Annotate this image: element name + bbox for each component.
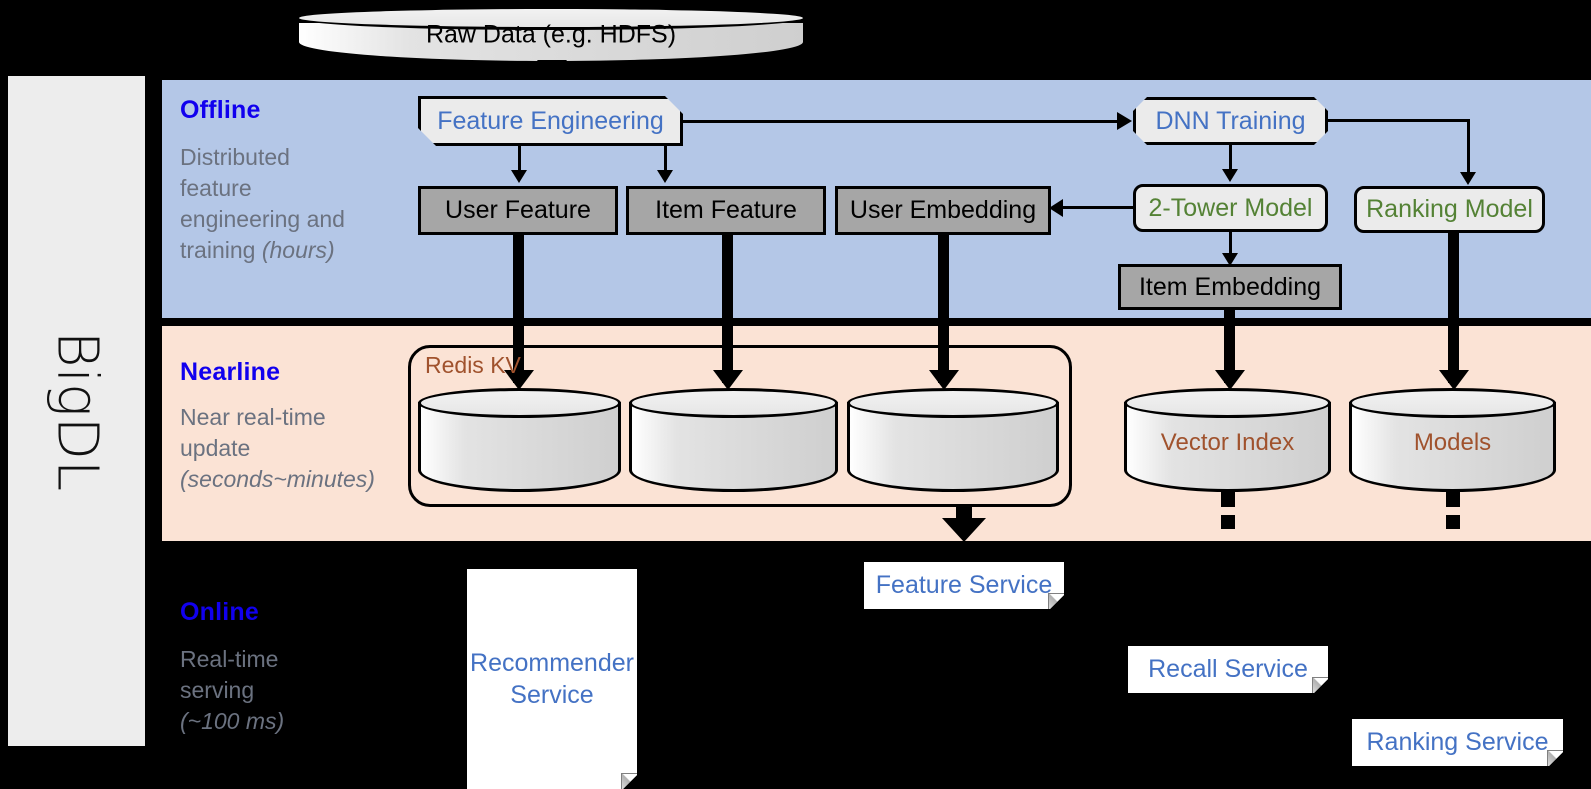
models-label: Models (1413, 428, 1492, 456)
two-tower-to-user-embedding-line (1059, 206, 1136, 209)
raw-data-cylinder: Raw Data (e.g. HDFS) (296, 6, 806, 64)
two-tower-model-label: 2-Tower Model (1148, 193, 1313, 222)
online-sub-l1: Real-time (180, 646, 279, 672)
two-tower-to-user-embedding-arrowhead (1049, 199, 1063, 217)
raw-data-label: Raw Data (e.g. HDFS) (425, 20, 677, 49)
online-sub-italic: (~100 ms) (180, 708, 285, 734)
redis-to-feature-service-arrowhead (942, 518, 986, 542)
dnn-to-two-tower-arrowhead (1222, 169, 1238, 182)
user-embedding-to-store-line (938, 235, 949, 383)
models-dash-2 (1446, 515, 1460, 529)
dnn-training-box[interactable]: DNN Training (1133, 97, 1328, 145)
user-feature-store-top (418, 388, 621, 418)
redis-kv-label: Redis KV (425, 352, 521, 378)
online-sub-l2: serving (180, 677, 255, 703)
item-feature-label: Item Feature (655, 196, 797, 224)
offline-sub-l4: training (180, 237, 262, 263)
user-embedding-box[interactable]: User Embedding (835, 186, 1051, 235)
dnn-training-label: DNN Training (1155, 106, 1306, 135)
fe-to-dnn-line (683, 120, 1117, 123)
fe-to-item-feature-line (664, 146, 667, 172)
fe-to-user-feature-line (518, 146, 521, 172)
feature-service-label: Feature Service (875, 571, 1053, 599)
nearline-sub-italic: (seconds~minutes) (180, 466, 375, 492)
offline-sub-l3: engineering and (180, 206, 345, 232)
online-title: Online (180, 598, 259, 626)
offline-sub-l1: Distributed (180, 144, 290, 170)
fe-to-dnn-arrowhead (1117, 112, 1132, 130)
ranking-model-to-models-arrowhead (1439, 370, 1469, 390)
fe-to-user-feature-arrowhead (511, 170, 527, 183)
item-embedding-box[interactable]: Item Embedding (1118, 264, 1342, 310)
item-feature-store-top (629, 388, 838, 418)
recall-service-label: Recall Service (1148, 655, 1308, 683)
feature-engineering-box[interactable]: Feature Engineering (418, 96, 683, 146)
ranking-model-label: Ranking Model (1366, 195, 1533, 223)
nearline-sub-l2: update (180, 435, 251, 461)
user-feature-to-store-line (513, 235, 524, 383)
vector-index-dash-2 (1221, 515, 1235, 529)
models-dash-1 (1446, 490, 1460, 507)
recommender-service-box[interactable]: Recommender Service (467, 569, 637, 789)
item-feature-box[interactable]: Item Feature (626, 186, 826, 235)
item-feature-to-store-line (722, 235, 733, 383)
dnn-to-ranking-v-line (1467, 119, 1470, 174)
dnn-to-ranking-h-line (1328, 119, 1470, 122)
feature-engineering-label: Feature Engineering (437, 106, 664, 135)
online-subtitle: Real-time serving (~100 ms) (180, 644, 410, 737)
raw-to-fe-arrowhead (537, 60, 567, 80)
nearline-subtitle: Near real-time update (seconds~minutes) (180, 402, 415, 495)
two-tower-to-item-embedding-arrowhead (1222, 253, 1238, 266)
user-feature-to-store-arrowhead (504, 370, 534, 390)
vector-index-label: Vector Index (1160, 428, 1295, 456)
user-feature-store-cylinder[interactable] (418, 388, 621, 492)
raw-data-cylinder-top (296, 6, 806, 30)
offline-sub-italic: (hours) (261, 237, 335, 263)
item-embedding-to-vector-index-arrowhead (1215, 370, 1245, 390)
nearline-title: Nearline (180, 358, 281, 386)
two-tower-model-box[interactable]: 2-Tower Model (1133, 184, 1328, 232)
offline-subtitle: Distributed feature engineering and trai… (180, 142, 390, 266)
feature-service-box[interactable]: Feature Service (864, 562, 1064, 609)
offline-title: Offline (180, 96, 261, 124)
item-feature-to-store-arrowhead (713, 370, 743, 390)
offline-sub-l2: feature (180, 175, 252, 201)
redis-kv-container (408, 345, 1072, 507)
item-embedding-label: Item Embedding (1138, 272, 1322, 301)
item-feature-store-cylinder[interactable] (629, 388, 838, 492)
vector-index-dash-1 (1221, 490, 1235, 507)
recall-service-box[interactable]: Recall Service (1128, 646, 1328, 693)
fe-to-item-feature-arrowhead (657, 170, 673, 183)
two-tower-to-item-embedding-line (1229, 232, 1232, 256)
vector-index-top (1124, 388, 1331, 418)
user-embedding-store-top (847, 388, 1059, 418)
nearline-sub-l1: Near real-time (180, 404, 326, 430)
user-feature-box[interactable]: User Feature (418, 186, 618, 235)
ranking-model-to-models-line (1448, 232, 1459, 383)
user-feature-label: User Feature (445, 196, 591, 224)
bigdl-sidebar: BigDL (8, 76, 145, 746)
models-cylinder[interactable]: Models (1349, 388, 1556, 492)
models-top (1349, 388, 1556, 418)
item-embedding-to-vector-index-line (1224, 310, 1235, 383)
user-embedding-label: User Embedding (849, 196, 1037, 224)
recommender-service-label: Recommender Service (470, 649, 634, 709)
ranking-model-box[interactable]: Ranking Model (1354, 186, 1545, 233)
user-embedding-store-cylinder[interactable] (847, 388, 1059, 492)
vector-index-cylinder[interactable]: Vector Index (1124, 388, 1331, 492)
ranking-service-box[interactable]: Ranking Service (1352, 719, 1563, 766)
bigdl-label: BigDL (44, 330, 109, 492)
dnn-to-ranking-arrowhead (1460, 172, 1476, 185)
user-embedding-to-store-arrowhead (929, 370, 959, 390)
dnn-to-two-tower-line (1229, 145, 1232, 171)
ranking-service-label: Ranking Service (1366, 728, 1549, 756)
